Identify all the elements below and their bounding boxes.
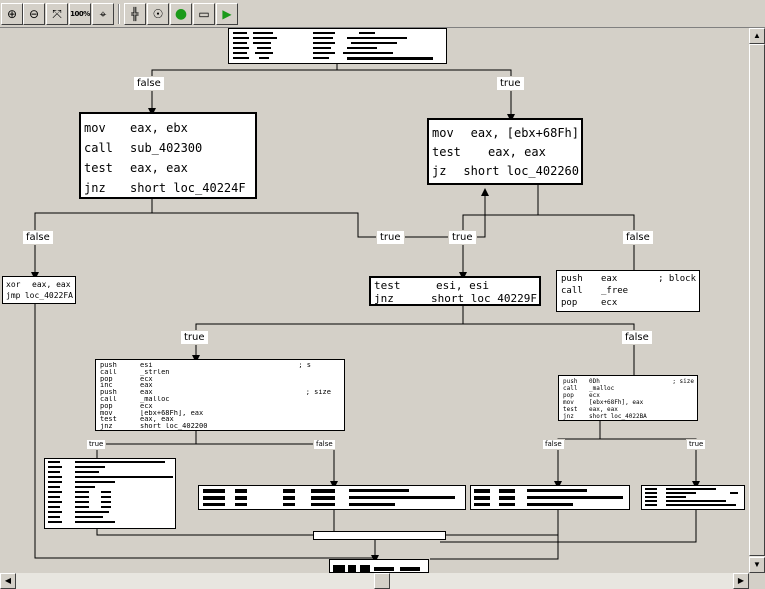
print-icon: ▭ bbox=[198, 7, 210, 21]
edge-label-true: true bbox=[496, 76, 525, 91]
block-small-2[interactable] bbox=[198, 485, 466, 510]
edge-label-false: false bbox=[622, 230, 654, 245]
block-small-4[interactable] bbox=[641, 485, 745, 510]
edge-label-false: false bbox=[133, 76, 165, 91]
block-merge[interactable] bbox=[313, 531, 446, 540]
edge-lines bbox=[31, 64, 700, 563]
horizontal-scroll-thumb[interactable] bbox=[374, 573, 390, 589]
green-arrow-icon: ▶ bbox=[222, 7, 232, 21]
entry-block[interactable] bbox=[228, 28, 447, 64]
block-small-3[interactable] bbox=[470, 485, 630, 510]
edge-label-false: false bbox=[621, 330, 653, 345]
xref-icon: ☉ bbox=[152, 7, 164, 21]
toolbar-separator bbox=[118, 4, 120, 24]
scroll-right-button[interactable]: ▶ bbox=[733, 573, 749, 589]
scroll-up-button[interactable]: ▲ bbox=[749, 28, 765, 44]
block-small-1-minitext bbox=[48, 461, 173, 523]
edge-label-false: false bbox=[22, 230, 54, 245]
instr-row: mov[ebx+68Fh], eax bbox=[100, 409, 204, 417]
block-exit[interactable] bbox=[329, 559, 429, 573]
block-small-2-minitext bbox=[203, 489, 455, 506]
zoom-out-button[interactable]: ⊖ bbox=[23, 3, 45, 25]
graph-toolbar: ⊕ ⊖ ⤧ 100% ⌖ ╬ ☉ ● ▭ ▶ bbox=[0, 0, 765, 28]
user-xrefs-button[interactable]: ☉ bbox=[147, 3, 169, 25]
block-exit-minitext bbox=[333, 565, 420, 572]
arrow-down-icon: ▼ bbox=[753, 560, 761, 569]
instr-row: call_strlen bbox=[100, 368, 170, 376]
arrow-left-icon: ◀ bbox=[4, 576, 12, 585]
edge-label-true: true bbox=[448, 230, 477, 245]
center-button[interactable]: ⌖ bbox=[92, 3, 114, 25]
block-small-3-minitext bbox=[474, 489, 623, 506]
edge-label-true: true bbox=[86, 439, 107, 450]
edge-label-true: true bbox=[686, 439, 707, 450]
layout-button[interactable]: ╬ bbox=[124, 3, 146, 25]
zoom-100-icon: 100% bbox=[70, 10, 90, 18]
go-button[interactable]: ● bbox=[170, 3, 192, 25]
arrow-right-icon: ▶ bbox=[737, 576, 745, 585]
block-small-4-minitext bbox=[645, 488, 738, 506]
horizontal-scrollbar[interactable]: ◀ ▶ bbox=[0, 573, 749, 589]
scroll-down-button[interactable]: ▼ bbox=[749, 557, 765, 573]
edge-label-false: false bbox=[313, 439, 336, 450]
scroll-left-button[interactable]: ◀ bbox=[0, 573, 16, 589]
crosshair-icon: ⌖ bbox=[99, 6, 107, 21]
entry-block-minitext bbox=[233, 32, 433, 60]
instr-row: mov[ebx+68Fh], eax bbox=[563, 399, 644, 406]
zoom-in-icon: ⊕ bbox=[6, 7, 18, 21]
vertical-scroll-thumb[interactable] bbox=[749, 44, 765, 556]
graph-overview-button[interactable]: ▶ bbox=[216, 3, 238, 25]
layout-icon: ╬ bbox=[131, 7, 139, 21]
instr-row: call_free bbox=[561, 286, 629, 296]
edge-label-true: true bbox=[376, 230, 405, 245]
edge-label-true: true bbox=[180, 330, 209, 345]
arrow-up-icon: ▲ bbox=[753, 31, 761, 40]
scrollbar-corner bbox=[749, 573, 765, 589]
green-globe-icon: ● bbox=[174, 6, 188, 22]
fit-window-icon: ⤧ bbox=[52, 6, 62, 21]
edge-label-false: false bbox=[542, 439, 565, 450]
zoom-out-icon: ⊖ bbox=[28, 7, 40, 21]
print-button[interactable]: ▭ bbox=[193, 3, 215, 25]
zoom-in-button[interactable]: ⊕ bbox=[1, 3, 23, 25]
instr-row: call_malloc bbox=[563, 385, 615, 392]
block-small-1[interactable] bbox=[44, 458, 176, 529]
vertical-scrollbar[interactable]: ▲ ▼ bbox=[749, 28, 765, 573]
zoom-100-button[interactable]: 100% bbox=[69, 3, 91, 25]
instr-row: call_malloc bbox=[100, 395, 170, 403]
fit-window-button[interactable]: ⤧ bbox=[46, 3, 68, 25]
